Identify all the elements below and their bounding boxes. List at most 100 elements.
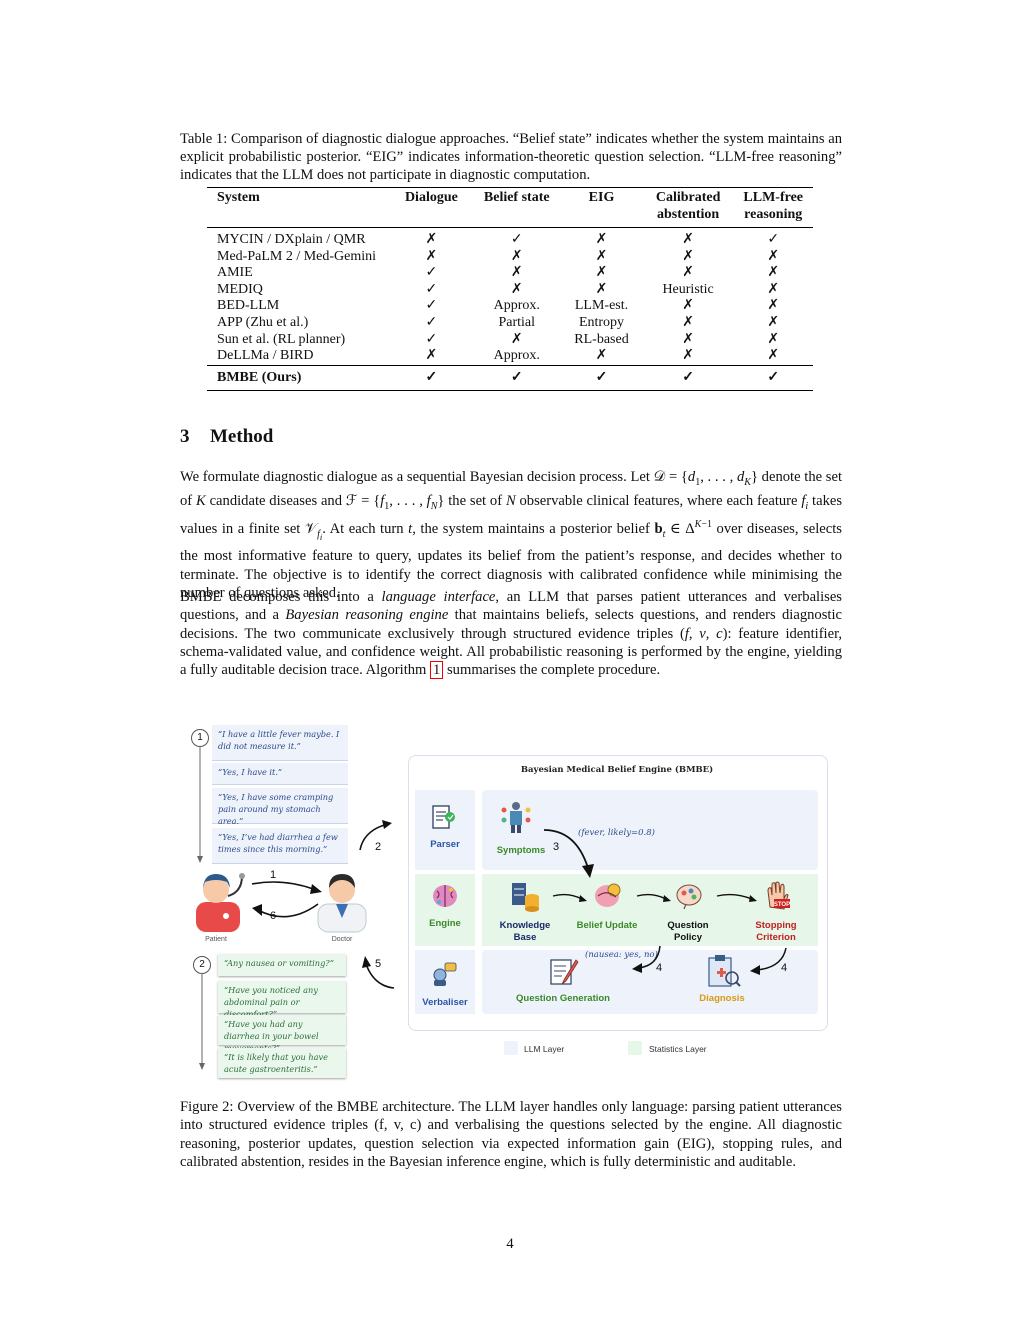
parser-icon: [432, 805, 455, 829]
table-cell: ✓: [425, 281, 438, 297]
arrow-belief-to-policy: [636, 893, 671, 902]
engine-box: [408, 755, 828, 1031]
timeline-arrow-bottom: [199, 973, 205, 1070]
doctor-bubble-3: “Have you had any diarrhea in your bowel…: [218, 1015, 346, 1053]
symptoms-label: Symptoms: [496, 845, 546, 856]
evidence-example: (fever, likely=0.8): [578, 828, 655, 838]
table-cell: ✗: [510, 265, 523, 281]
algorithm-ref-link[interactable]: 1: [430, 661, 444, 680]
arrow-label-1: 1: [270, 869, 277, 881]
engine-title: Bayesian Medical Belief Engine (BMBE): [520, 765, 714, 775]
table-cell: ✗: [510, 331, 523, 347]
table-cell: AMIE: [217, 265, 253, 281]
table-cell: DeLLMa / BIRD: [217, 348, 314, 364]
table-cell: ✓: [510, 232, 523, 248]
legend-swatch-stats: [628, 1041, 642, 1055]
table-cell: ✓: [682, 369, 694, 385]
engine-cell: [415, 874, 475, 946]
diagnosis-icon: [708, 955, 741, 987]
brain-icon: [433, 885, 457, 907]
patient-bubble-4: “Yes, I’ve had diarrhea a few times sinc…: [212, 828, 348, 864]
arrow-label-6: 6: [270, 910, 277, 922]
patient-bubble-1: “I have a little fever maybe. I did not …: [212, 725, 348, 761]
table-cell: ✗: [510, 281, 523, 297]
arrow-kb-to-belief: [552, 893, 587, 902]
table-cell: Med-PaLM 2 / Med-Gemini: [217, 248, 377, 264]
table-cell: BMBE (Ours): [217, 369, 302, 385]
table-cell: ✗: [767, 281, 780, 297]
arrow-from-verbaliser: [362, 956, 395, 989]
table-cell: ✗: [682, 248, 694, 264]
table-header-cell: Belief state: [483, 190, 550, 205]
table-cell: RL-based: [574, 331, 629, 347]
question-policy-label: Question Policy: [667, 920, 709, 943]
table-cell: ✗: [595, 348, 608, 364]
table-cell: Approx.: [493, 348, 540, 364]
arrow-label-2: 2: [375, 841, 382, 853]
table-cell: ✗: [682, 298, 694, 314]
patient-bubble-3: “Yes, I have some cramping pain around m…: [212, 788, 348, 826]
figure-caption-text: Overview of the BMBE architecture. The L…: [180, 1099, 842, 1170]
table-header-cell: Dialogue: [404, 190, 458, 205]
stopping-criterion-label: Stopping Criterion: [755, 920, 797, 943]
arrow-policy-to-stop: [716, 893, 757, 902]
patient-icon: [196, 873, 245, 932]
doctor-bubble-1: “Any nausea or vomiting?”: [218, 954, 346, 976]
page-number: 4: [506, 1236, 514, 1252]
arrow-policy-to-question-gen: [632, 945, 661, 973]
table-caption: Table 1: Comparison of diagnostic dialog…: [180, 130, 842, 184]
table-row: DeLLMa / BIRD✗Approx.✗✗✗: [207, 348, 813, 365]
nausea-example: (nausea: yes, no): [585, 950, 658, 960]
method-paragraph-1: We formulate diagnostic dialogue as a se…: [180, 469, 843, 602]
table-cell: MEDIQ: [217, 281, 263, 297]
section-title: Method: [210, 426, 274, 447]
table-header-cell: System: [217, 190, 260, 205]
table-cell: MYCIN / DXplain / QMR: [217, 232, 366, 248]
table-cell: ✗: [595, 265, 608, 281]
table-cell: ✓: [425, 265, 438, 281]
table-cell: BED-LLM: [217, 298, 280, 314]
table-caption-label: Table 1:: [180, 131, 228, 147]
knowledge-base-icon: [512, 883, 539, 912]
table-cell: ✓: [425, 315, 438, 331]
table-cell: ✗: [767, 265, 780, 281]
legend-swatch-llm: [504, 1041, 518, 1055]
table-cell: ✓: [510, 369, 523, 385]
engine-row: [482, 874, 818, 946]
section-heading: 3 Method: [180, 426, 273, 448]
table-cell: ✗: [425, 348, 438, 364]
svg-text:STOP: STOP: [774, 902, 790, 908]
table-cell: ✗: [595, 281, 608, 297]
table-cell: APP (Zhu et al.): [217, 315, 309, 331]
table-ours: BMBE (Ours)✓✓✓✓✓: [207, 365, 813, 391]
table-cell: ✗: [682, 232, 694, 248]
arrow-symptoms-to-belief: [543, 829, 594, 878]
parser-row: [482, 790, 818, 870]
doctor-bubble-2: “Have you noticed any abdominal pain or …: [218, 981, 346, 1019]
table-caption-text: Comparison of diagnostic dialogue approa…: [180, 131, 843, 183]
table-row: MEDIQ✓✗✗Heuristic✗: [207, 282, 813, 299]
dialogue-arrows: [251, 881, 322, 918]
knowledge-base-label: Knowledge Base: [499, 920, 551, 943]
legend-llm-label: LLM Layer: [524, 1044, 565, 1054]
table-cell: ✓: [767, 369, 780, 385]
table-row: Med-PaLM 2 / Med-Gemini✗✗✗✗✗: [207, 249, 813, 266]
table-header-cell: LLM-free reasoning: [743, 190, 804, 222]
verbaliser-icon: [433, 962, 457, 986]
step-circle-2: 2: [193, 956, 211, 974]
table-cell: ✓: [425, 369, 438, 385]
patient-bubble-2: “Yes, I have it.”: [212, 763, 348, 785]
table-row: MYCIN / DXplain / QMR✗✓✗✗✓: [207, 228, 813, 249]
table-cell: ✗: [682, 315, 694, 331]
step-circle-1: 1: [191, 729, 209, 747]
table-cell: Sun et al. (RL planner): [217, 331, 346, 347]
section-number: 3: [180, 426, 190, 447]
symptoms-icon: [501, 802, 531, 833]
table-cell: Entropy: [578, 315, 625, 331]
verbaliser-label: Verbaliser: [422, 997, 468, 1008]
table-cell: ✗: [767, 248, 780, 264]
table-header-cell: Calibrated abstention: [655, 190, 721, 222]
